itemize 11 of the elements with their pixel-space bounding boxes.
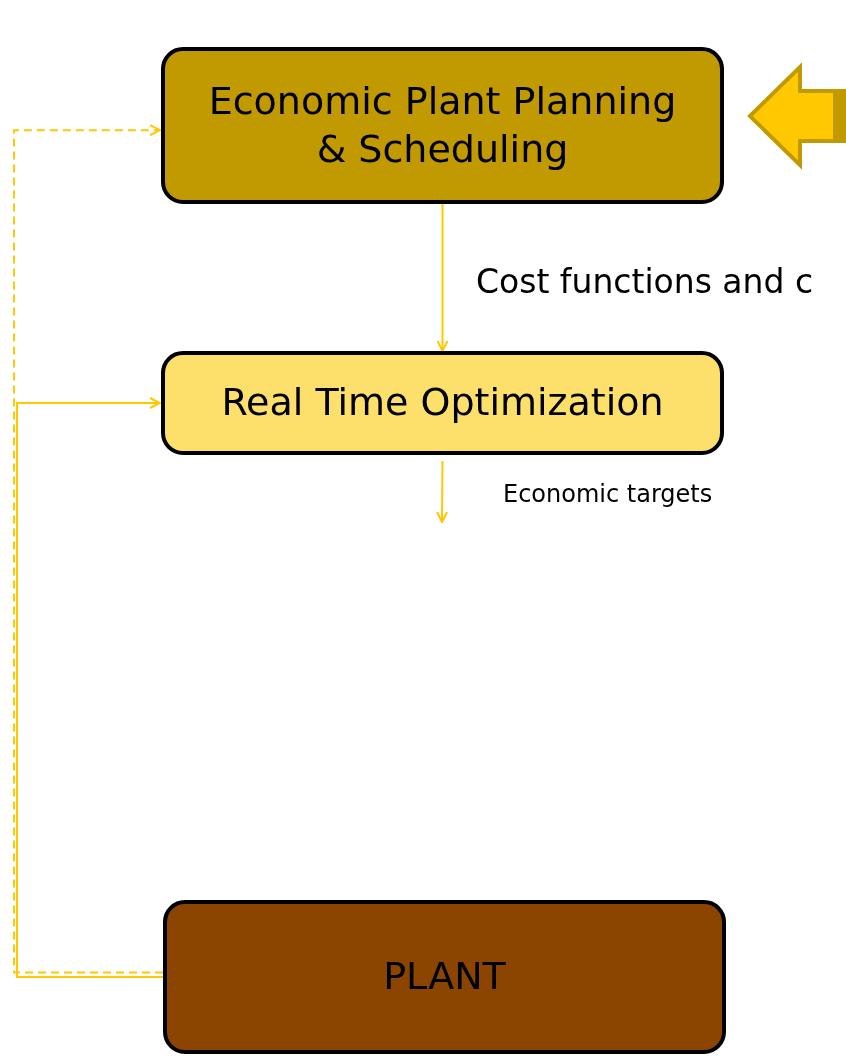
edge-label: Economic targets [503, 480, 713, 508]
process-box [161, 47, 724, 204]
process-box [163, 900, 726, 1054]
box-label: PLANT [383, 953, 506, 1001]
arrow [436, 203, 449, 352]
box-label: Economic Plant Planning & Scheduling [207, 78, 678, 173]
block-arrow [747, 62, 846, 170]
dashed-arrow [13, 124, 164, 974]
box-label: Real Time Optimization [221, 379, 664, 427]
arrow [436, 460, 449, 523]
process-box [161, 351, 724, 455]
